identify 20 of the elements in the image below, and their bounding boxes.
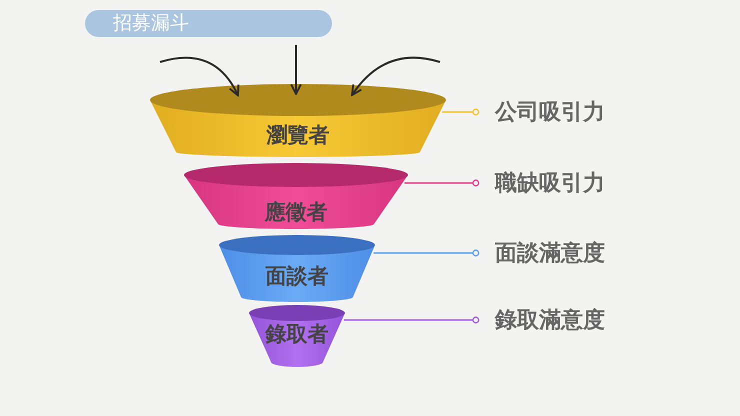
metric-label: 錄取滿意度 [495,305,605,335]
metric-label: 公司吸引力 [495,97,605,127]
connector-line [374,250,480,256]
funnel-segment [184,163,408,229]
funnel-segment [249,305,345,367]
segment-label: 面談者 [266,263,328,290]
metric-label: 面談滿意度 [495,238,605,268]
segment-label: 應徵者 [264,199,328,226]
title-banner: 招募漏斗 [85,10,332,37]
connector-line [442,108,480,116]
arrow [160,56,239,96]
connector-line [344,316,480,324]
arrow [351,56,440,96]
funnel-segment [150,84,446,157]
connector-line [404,180,480,186]
funnel-segment [219,235,375,302]
metric-label: 職缺吸引力 [495,168,605,198]
segment-label: 瀏覽者 [266,122,330,149]
arrow [290,45,302,95]
segment-label: 錄取者 [266,321,328,348]
